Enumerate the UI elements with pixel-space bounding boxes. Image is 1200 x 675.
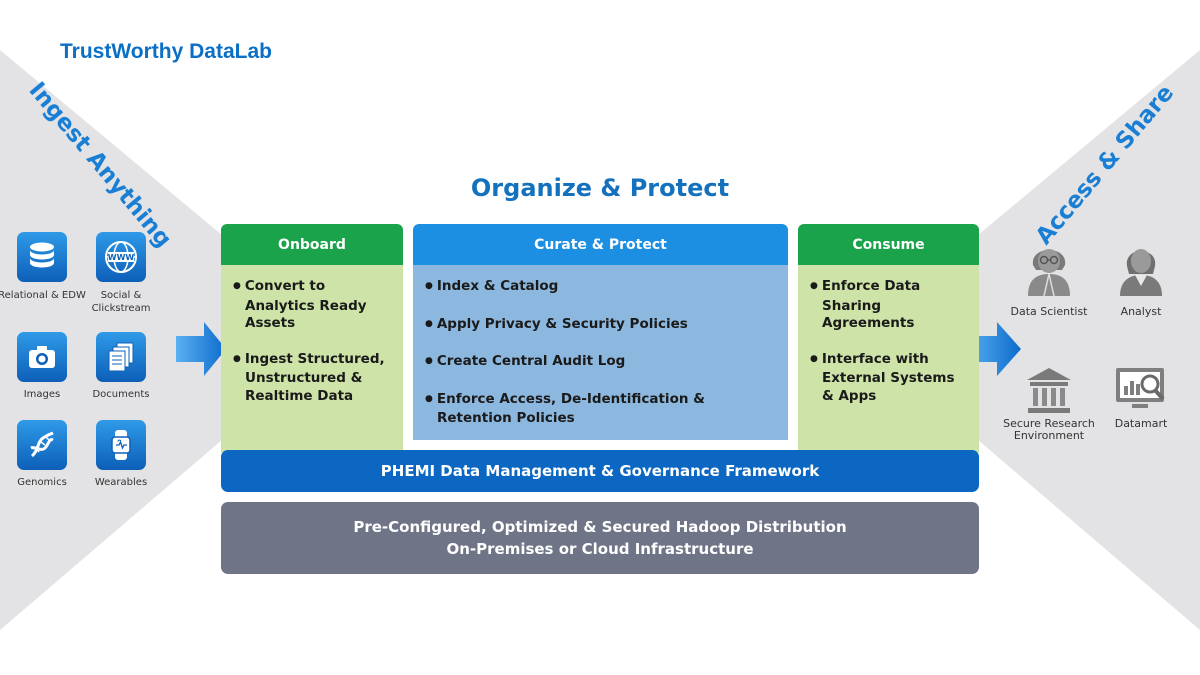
dna-icon — [17, 420, 67, 470]
source-genomics — [17, 420, 67, 470]
consume-body: Enforce Data Sharing Agreements Interfac… — [798, 265, 979, 453]
list-item: Apply Privacy & Security Policies — [423, 316, 778, 336]
list-item: Ingest Structured, Unstructured & Realti… — [231, 351, 393, 406]
consume-header: Consume — [798, 224, 979, 265]
source-relational — [17, 232, 67, 282]
curate-body: Index & Catalog Apply Privacy & Security… — [413, 265, 788, 453]
consumer-label: Secure Research Environment — [1003, 417, 1095, 442]
ingest-arrow-icon — [176, 322, 226, 376]
datamart-icon — [1116, 368, 1165, 408]
consumer-label: Data Scientist — [1010, 305, 1088, 318]
access-arrow-icon — [965, 322, 1021, 376]
list-item: Interface with External Systems & Apps — [808, 351, 969, 406]
infrastructure-line-2: On-Premises or Cloud Infrastructure — [446, 540, 754, 558]
consumer-label: Analyst — [1120, 305, 1162, 318]
source-documents — [96, 332, 146, 382]
documents-icon — [96, 332, 146, 382]
source-label: Wearables — [94, 477, 148, 488]
curate-header: Curate & Protect — [413, 224, 788, 265]
source-wearables — [96, 420, 146, 470]
camera-icon — [17, 332, 67, 382]
source-label: Relational & EDW — [0, 290, 86, 301]
institution-icon — [1027, 368, 1071, 413]
source-label: Social & Clickstream — [91, 290, 151, 314]
list-item: Enforce Access, De-Identification & Rete… — [423, 391, 737, 428]
infrastructure-line-1: Pre-Configured, Optimized & Secured Hado… — [353, 518, 847, 536]
infrastructure-bar: Pre-Configured, Optimized & Secured Hado… — [221, 502, 979, 574]
source-label: Genomics — [17, 477, 67, 488]
source-label: Images — [23, 389, 61, 400]
list-item: Enforce Data Sharing Agreements — [808, 278, 969, 333]
database-icon — [17, 232, 67, 282]
source-label: Documents — [92, 389, 150, 400]
list-item: Index & Catalog — [423, 278, 778, 298]
source-images — [17, 332, 67, 382]
consume-column: Consume Enforce Data Sharing Agreements … — [798, 224, 979, 453]
globe-www-icon: WWW — [96, 232, 146, 282]
onboard-body: Convert to Analytics Ready Assets Ingest… — [221, 265, 403, 453]
list-item: Create Central Audit Log — [423, 353, 778, 373]
onboard-column: Onboard Convert to Analytics Ready Asset… — [221, 224, 403, 453]
curate-column: Curate & Protect Index & Catalog Apply P… — [413, 224, 788, 453]
right-funnel-shape — [978, 50, 1200, 630]
svg-text:WWW: WWW — [108, 253, 135, 262]
framework-bar: PHEMI Data Management & Governance Frame… — [221, 450, 979, 492]
data-scientist-icon — [1028, 249, 1070, 296]
brand-title: TrustWorthy DataLab — [60, 40, 272, 63]
source-social: WWW — [96, 232, 146, 282]
consumer-label: Datamart — [1114, 417, 1168, 430]
analyst-icon — [1120, 249, 1162, 296]
onboard-header: Onboard — [221, 224, 403, 265]
list-item: Convert to Analytics Ready Assets — [231, 278, 393, 333]
smartwatch-icon — [96, 420, 146, 470]
organize-title: Organize & Protect — [470, 174, 730, 202]
